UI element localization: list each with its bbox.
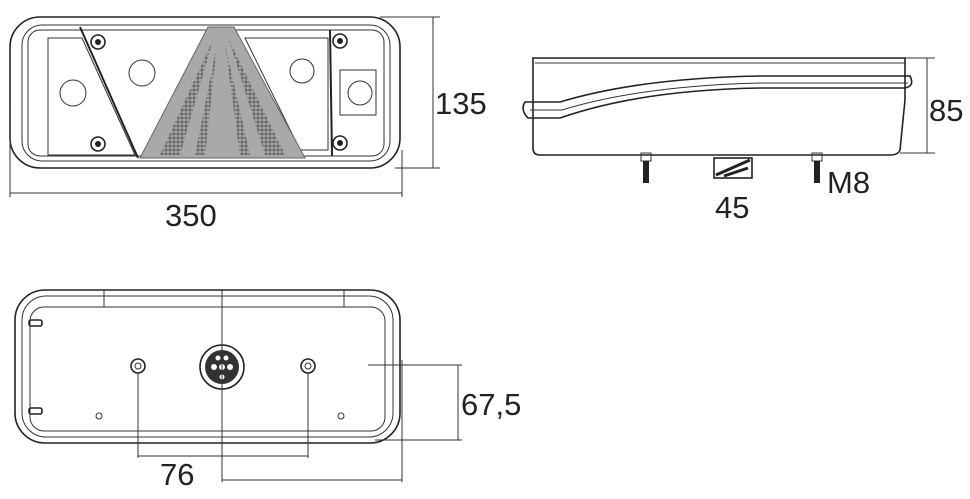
rear-clip [28, 407, 43, 415]
side-view: 85 45 M8 [522, 57, 963, 225]
vertical-offset-label: 67,5 [461, 387, 521, 422]
depth-label: 85 [929, 93, 963, 128]
width-label: 350 [165, 198, 217, 233]
lens-circle [347, 80, 373, 106]
screw-icon [90, 34, 106, 50]
side-rail-inner [530, 82, 908, 111]
rear-housing [14, 289, 401, 444]
side-housing [532, 57, 906, 156]
bolt-spacing-dimension-line [137, 373, 309, 458]
screw-icon [332, 33, 348, 49]
drain-hole [95, 412, 103, 420]
triangle-reflector [139, 26, 306, 159]
screw-icon [90, 136, 106, 152]
height-label: 135 [435, 86, 487, 121]
connector-plug [713, 157, 753, 179]
reverse-light-segment [339, 69, 377, 116]
rear-inner-panel [29, 306, 386, 432]
mounting-bolt [811, 152, 823, 183]
rear-view: 76 67,5 [14, 289, 521, 492]
drain-hole [337, 412, 345, 420]
left-grid-segment [47, 37, 136, 156]
connector-label: 45 [715, 190, 749, 225]
triangle-inner-grid [160, 40, 285, 155]
lens-circle [128, 59, 156, 87]
bolt-label: M8 [827, 165, 870, 200]
center-offset-dimension-line [221, 290, 403, 482]
right-divider [329, 29, 333, 157]
vertical-offset-dimension-line [368, 364, 462, 441]
front-view: 135 350 [9, 16, 487, 233]
bolt-spacing-label: 76 [160, 457, 194, 492]
mounting-nut [300, 358, 316, 374]
lens-circle [59, 79, 87, 107]
mounting-nut [130, 358, 146, 374]
lamp-lens-frame [21, 24, 391, 162]
lens-circle [289, 58, 315, 84]
mounting-bolt [640, 152, 652, 183]
rear-clip [28, 319, 43, 327]
width-dimension-line [9, 100, 403, 197]
left-divider [79, 26, 139, 159]
side-rail [522, 75, 913, 119]
lamp-housing [9, 16, 401, 169]
depth-dimension-line [900, 57, 935, 154]
rear-frame [21, 295, 394, 438]
right-grid-segment [244, 37, 329, 151]
screw-icon [332, 135, 348, 151]
